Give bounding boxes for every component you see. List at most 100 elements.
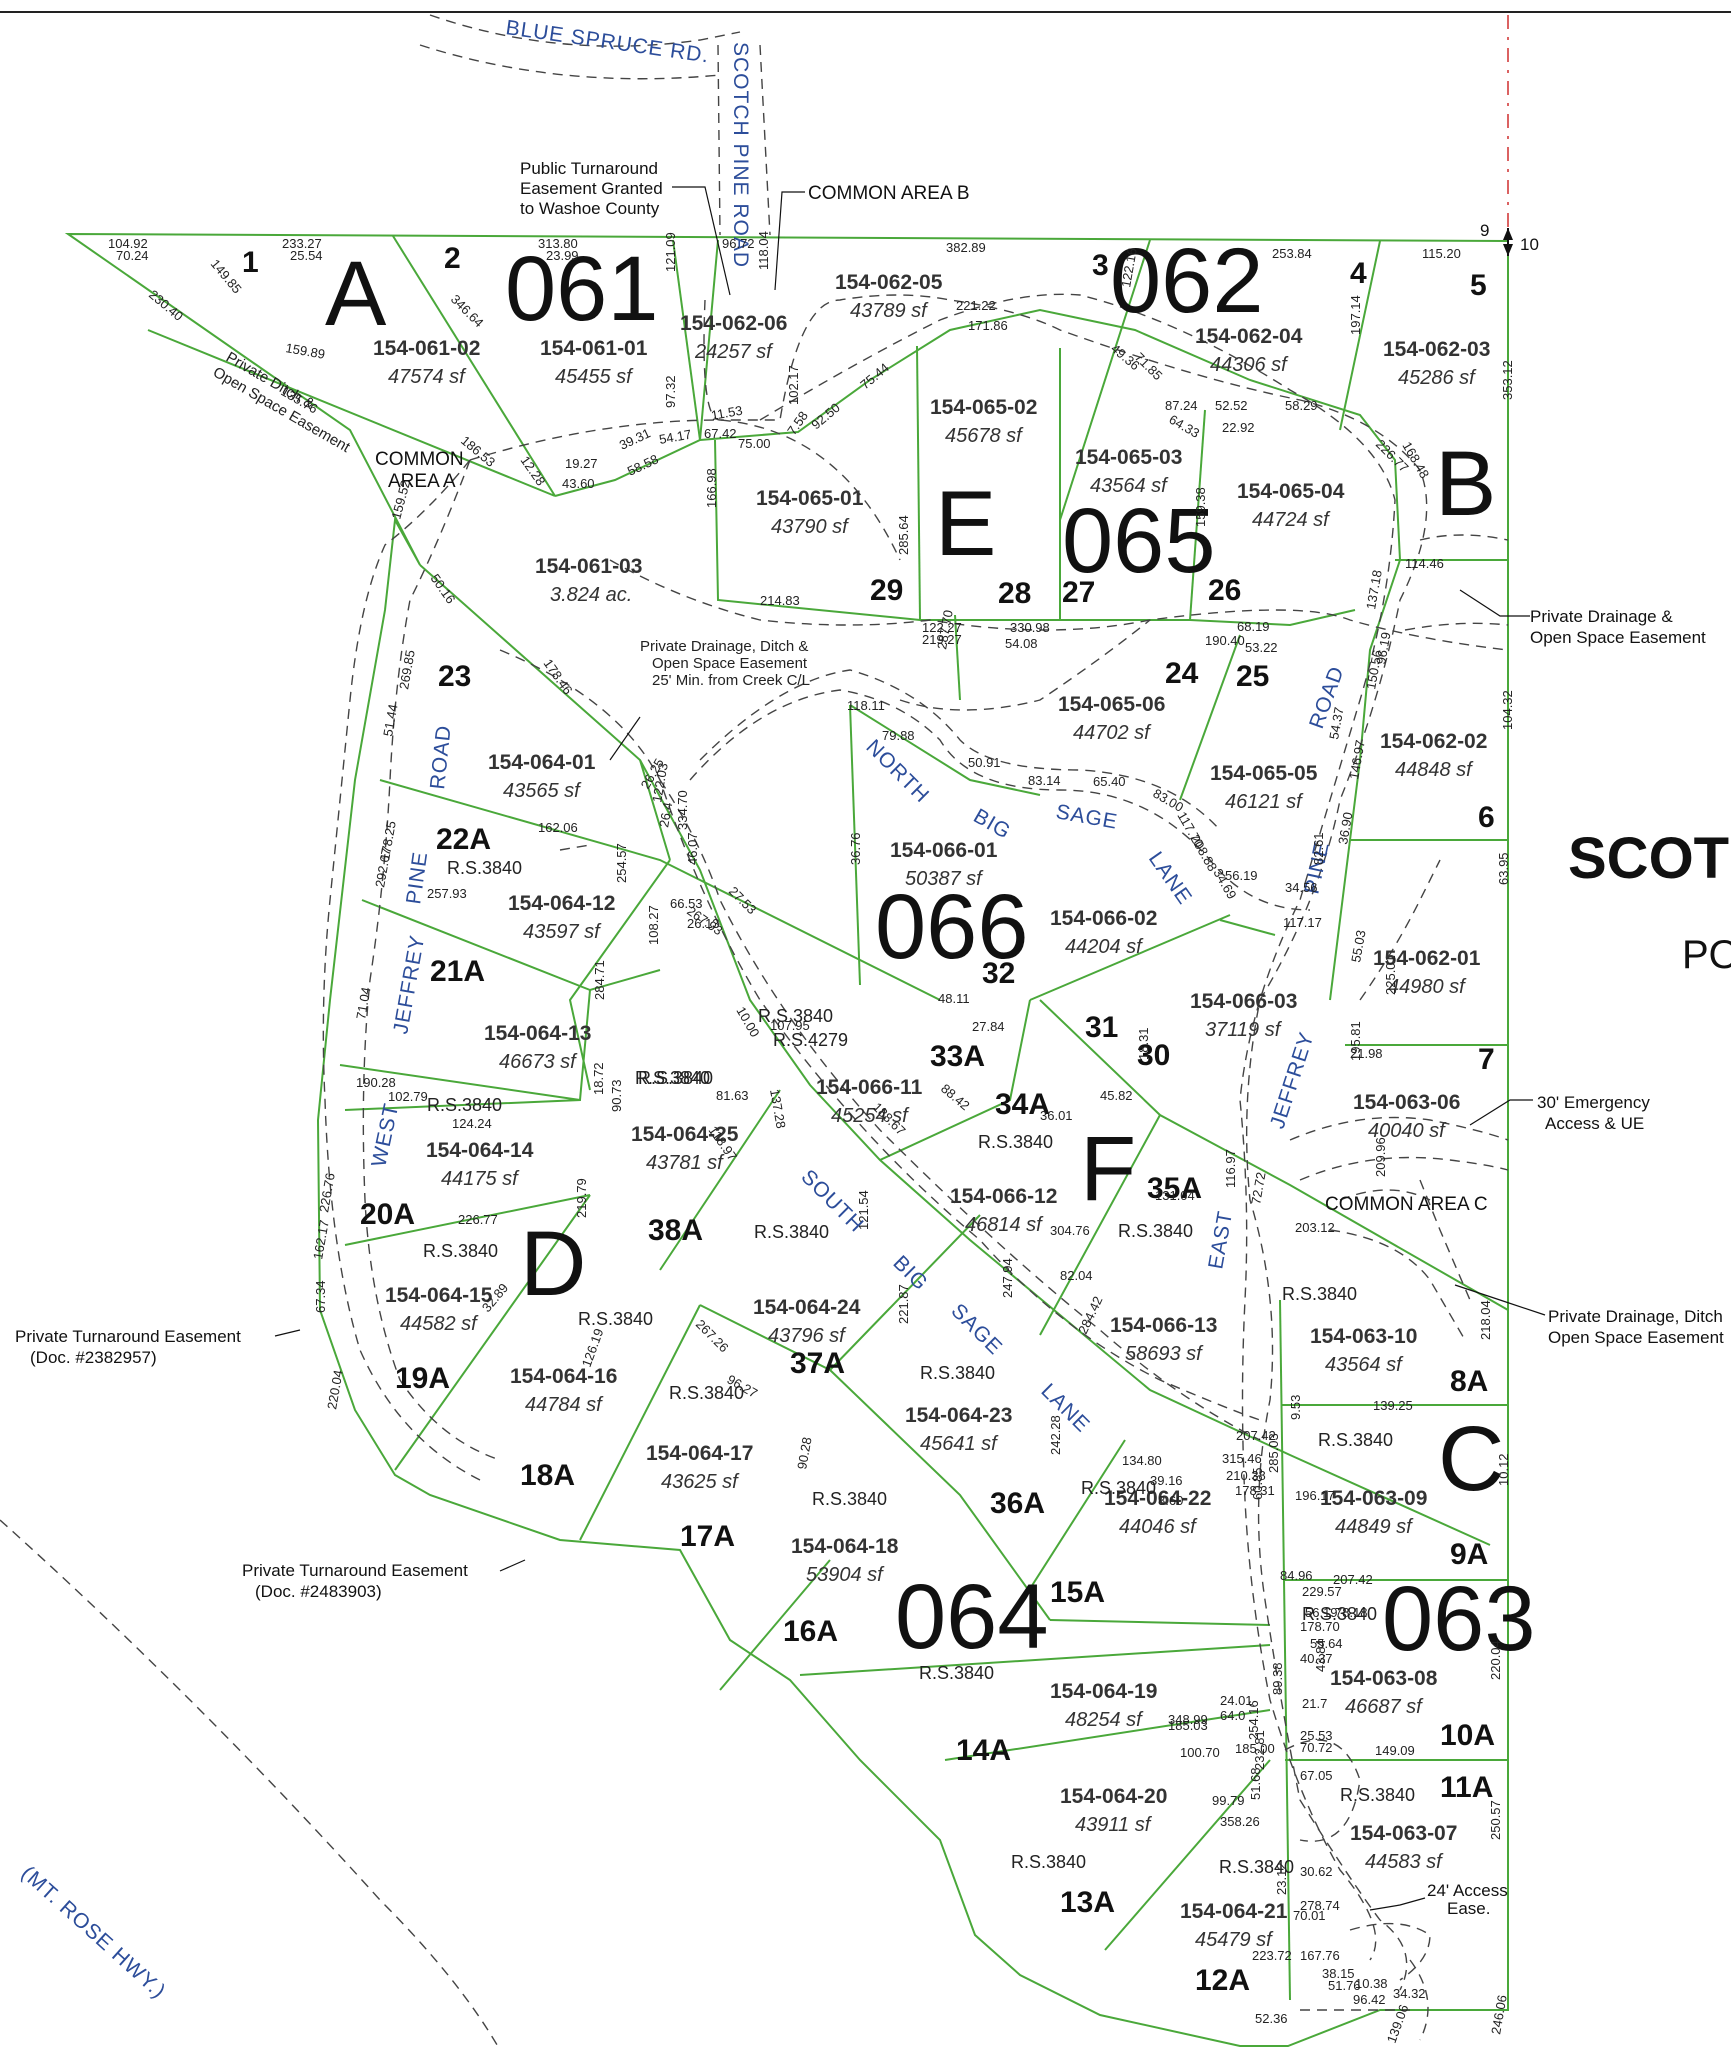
road-mt-rose: (MT. ROSE HWY.) xyxy=(17,1862,171,2004)
dimension-label: 96.72 xyxy=(722,236,755,251)
dimension-label: 218.04 xyxy=(1478,1300,1493,1340)
parcel-area: 44702 sf xyxy=(1073,722,1152,744)
lot-number: 33A xyxy=(930,1040,985,1073)
dimension-label: 36.90 xyxy=(1335,811,1355,846)
parcel-apn: 154-066-13 xyxy=(1110,1314,1217,1337)
dimension-label: 104.32 xyxy=(1500,690,1515,730)
subdivision-boundary xyxy=(64,232,1509,2047)
block-f: F xyxy=(1080,1118,1136,1220)
dimension-label: 18.31 xyxy=(1136,1027,1151,1060)
road-easement-lines xyxy=(0,14,1509,2050)
dimension-label: 209.96 xyxy=(1373,1137,1388,1177)
dimension-label: 315.46 xyxy=(1222,1451,1262,1466)
dimension-label: 67.42 xyxy=(704,426,737,441)
record-survey-label: R.S.3840 xyxy=(1318,1430,1393,1450)
dimension-label: 83.14 xyxy=(1028,773,1061,788)
parcel-area: 45641 sf xyxy=(920,1433,999,1455)
public-turnaround-line1: Public Turnaround xyxy=(520,159,658,178)
parcel-apn: 154-063-06 xyxy=(1353,1091,1460,1114)
parcel-apn: 154-064-21 xyxy=(1180,1900,1288,1923)
annotations: Public Turnaround Easement Granted to Wa… xyxy=(15,159,1724,1918)
dimension-label: 358.26 xyxy=(1220,1814,1260,1829)
private-drainage-creek-line2: Open Space Easement xyxy=(652,655,808,672)
road-west-jeffrey-2: JEFFREY xyxy=(389,933,429,1036)
dimension-label: 159.89 xyxy=(284,340,326,362)
dimension-label: 167.76 xyxy=(1300,1948,1340,1963)
dimension-label: 118.04 xyxy=(756,231,771,270)
dimension-label: 30.62 xyxy=(1300,1864,1333,1879)
dimension-label: 207.42 xyxy=(1333,1572,1373,1587)
lot-number: 21A xyxy=(430,955,485,988)
road-south-big-sage-3: SAGE xyxy=(946,1299,1006,1359)
private-drainage-right-line1: Private Drainage & xyxy=(1530,607,1673,626)
lot-number: 12A xyxy=(1195,1964,1250,1997)
dimension-label: 90.73 xyxy=(609,1079,624,1112)
dimension-label: 46.07 xyxy=(685,832,700,865)
dimension-label: 54.17 xyxy=(658,427,693,447)
record-survey-label: R.S.3840 xyxy=(578,1309,653,1329)
parcel-area: 44784 sf xyxy=(525,1394,604,1416)
dimension-label: 137.18 xyxy=(1363,569,1385,611)
dimension-label: 150.56 xyxy=(1363,649,1385,691)
parcel-apn: 154-062-04 xyxy=(1195,325,1303,348)
dimension-label: 146.97 xyxy=(1346,739,1368,781)
dimension-label: 254.57 xyxy=(614,843,629,883)
dimension-label: 214.83 xyxy=(760,593,800,608)
parcel-apn: 154-064-14 xyxy=(426,1139,534,1162)
dimension-label: 51.76 xyxy=(1328,1978,1361,1993)
dimension-label: 210.38 xyxy=(1226,1468,1266,1483)
book-page-063: 063 xyxy=(1382,1568,1536,1670)
dimension-label: 118.11 xyxy=(847,698,885,713)
record-survey-label: R.S.3840 xyxy=(978,1132,1053,1152)
public-turnaround-line3: to Washoe County xyxy=(520,199,660,218)
dimension-label: 126.19 xyxy=(579,1327,607,1369)
dimension-label: 137.28 xyxy=(767,1088,789,1130)
dimension-label: 70.24 xyxy=(116,248,149,263)
dimension-label: 247.94 xyxy=(1000,1258,1015,1298)
lot-number: 4 xyxy=(1350,257,1367,290)
dimension-label: 58.29 xyxy=(1285,398,1318,413)
dimension-label: 82.61 xyxy=(1311,832,1326,865)
common-area-b: COMMON AREA B xyxy=(808,183,970,204)
dimension-label: 178.31 xyxy=(1235,1483,1275,1498)
dimension-label: 139.06 xyxy=(1384,2003,1412,2045)
dimension-label: 96.19 xyxy=(1373,631,1393,666)
dimension-label: 122.27 xyxy=(922,620,962,635)
dimension-label: 18.72 xyxy=(591,1062,606,1095)
dimension-label: 52.36 xyxy=(1255,2011,1288,2026)
dimension-label: 219.79 xyxy=(574,1178,589,1218)
dimension-label: 114.46 xyxy=(1405,556,1444,571)
dimension-label: 121.09 xyxy=(663,232,678,272)
dimension-label: 55.64 xyxy=(1310,1636,1343,1651)
lot-number: 30 xyxy=(1137,1039,1170,1072)
access-24-line1: 24' Access xyxy=(1427,1881,1508,1900)
common-area-a-line2: AREA A xyxy=(388,471,456,492)
lot-number: 31 xyxy=(1085,1011,1118,1044)
parcel-apn: 154-065-03 xyxy=(1075,446,1182,469)
dimension-label: 27.84 xyxy=(972,1019,1005,1034)
dimension-label: 84.96 xyxy=(1280,1568,1313,1583)
record-survey-label: R.S.3840 xyxy=(1302,1604,1377,1624)
turnaround-1-line1: Private Turnaround Easement xyxy=(15,1327,241,1346)
record-survey-label: R.S.3840 xyxy=(669,1383,744,1403)
dimension-label: 195.81 xyxy=(1348,1021,1363,1061)
dimension-label: 122.16 xyxy=(1118,247,1140,289)
dimension-label: 226.77 xyxy=(458,1212,498,1227)
block-d: D xyxy=(520,1213,586,1315)
parcel-apn: 154-064-01 xyxy=(488,751,596,774)
dimension-label: 232.81 xyxy=(1252,1730,1267,1770)
dimension-label: 55.03 xyxy=(1348,929,1368,964)
parcel-apn: 154-064-18 xyxy=(791,1535,899,1558)
parcel-apn: 154-063-07 xyxy=(1350,1822,1457,1845)
dimension-label: 50.91 xyxy=(968,755,1001,770)
record-survey-label: R.S.3840 xyxy=(447,858,522,878)
dimension-label: 121.54 xyxy=(856,1190,871,1230)
lot-number: 2 xyxy=(444,242,461,275)
parcel-area: 43625 sf xyxy=(661,1471,740,1493)
parcel-area: 44306 sf xyxy=(1210,354,1289,376)
parcel-area: 3.824 ac. xyxy=(550,584,632,606)
parcel-apn: 154-064-20 xyxy=(1060,1785,1167,1808)
dimension-label: 39.31 xyxy=(617,425,653,452)
lot-number: 38A xyxy=(648,1214,703,1247)
